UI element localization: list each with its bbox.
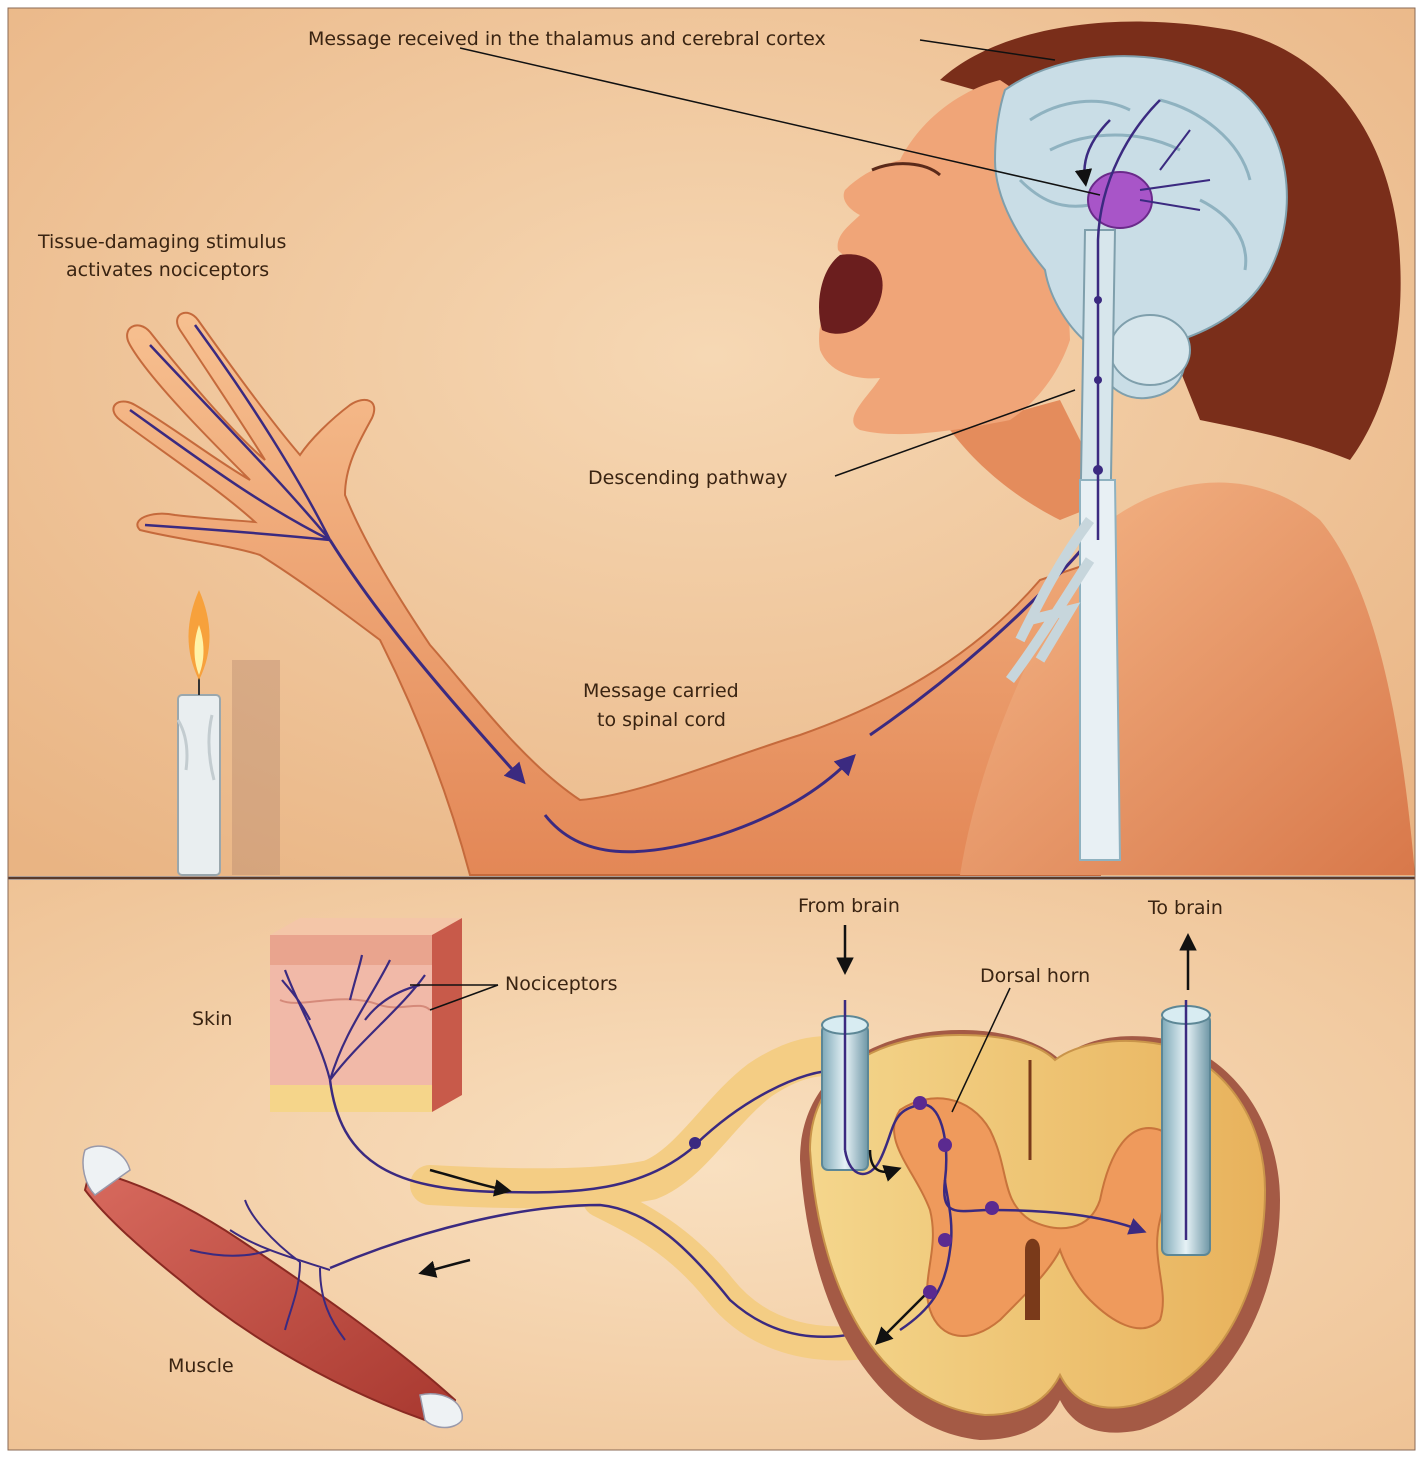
label-dorsal-horn: Dorsal horn bbox=[980, 965, 1090, 987]
ascending-tube bbox=[1162, 1000, 1210, 1255]
label-thalamus: Message received in the thalamus and cer… bbox=[308, 28, 826, 50]
label-descending: Descending pathway bbox=[588, 467, 788, 489]
top-panel: Message received in the thalamus and cer… bbox=[8, 8, 1415, 876]
label-skin: Skin bbox=[192, 1008, 232, 1030]
label-stimulus-line2: activates nociceptors bbox=[66, 259, 269, 281]
bottom-panel: From brain To brain Dorsal horn Nocicept… bbox=[8, 880, 1415, 1450]
label-to-brain: To brain bbox=[1147, 897, 1223, 919]
label-nociceptors: Nociceptors bbox=[505, 973, 618, 995]
label-carried-line1: Message carried bbox=[583, 680, 739, 702]
label-from-brain: From brain bbox=[798, 895, 900, 917]
label-carried-line2: to spinal cord bbox=[597, 709, 726, 731]
label-muscle: Muscle bbox=[168, 1355, 234, 1377]
label-stimulus-line1: Tissue-damaging stimulus bbox=[37, 231, 286, 253]
skin-block bbox=[270, 918, 462, 1112]
descending-tube bbox=[822, 1000, 868, 1170]
